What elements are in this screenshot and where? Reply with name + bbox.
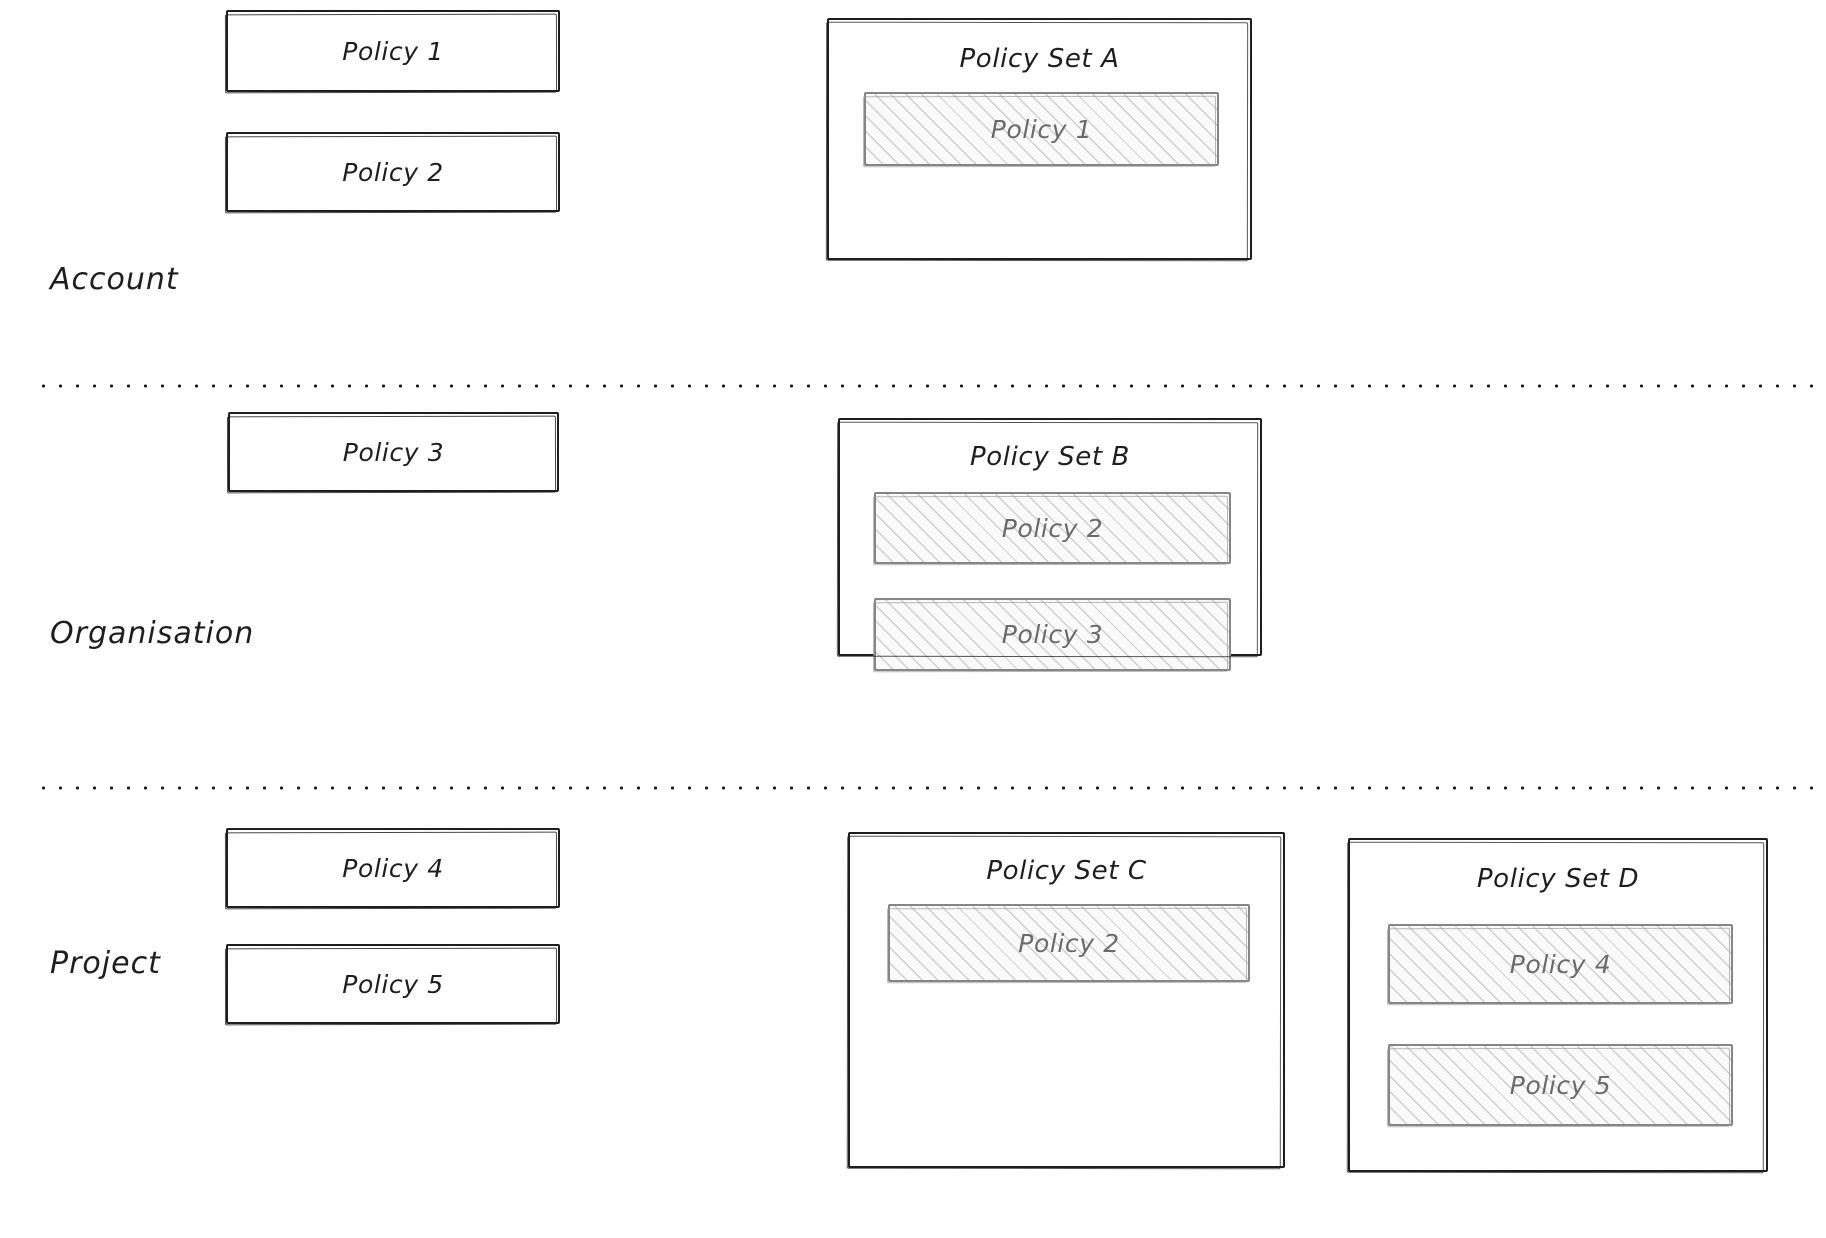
tier-divider-account-organisation [35,384,1826,388]
policy-set-title: Policy Set A [959,44,1120,74]
policy-chip-policy-2[interactable]: Policy 2 [888,904,1250,982]
policy-chip-label: Policy 5 [1509,1070,1612,1100]
tier-label-project: Project [50,946,161,981]
policy-chip-policy-2[interactable]: Policy 2 [874,492,1231,564]
policy-box-label: Policy 4 [342,853,444,883]
policy-box-label: Policy 2 [342,157,444,187]
policy-chip-policy-5[interactable]: Policy 5 [1388,1044,1733,1126]
policy-set-a[interactable]: Policy Set A Policy 1 [827,18,1252,260]
policy-set-title: Policy Set D [1476,864,1640,894]
policy-set-b[interactable]: Policy Set B Policy 2 Policy 3 [838,418,1262,671]
policy-box-policy-3[interactable]: Policy 3 [228,412,559,492]
policy-chip-label: Policy 4 [1509,949,1612,979]
policy-box-policy-1[interactable]: Policy 1 [226,10,560,92]
policy-chip-label: Policy 3 [1001,620,1104,649]
policy-chip-policy-1[interactable]: Policy 1 [864,92,1219,166]
policy-chip-label: Policy 2 [1018,928,1120,958]
policy-box-policy-2[interactable]: Policy 2 [226,132,560,212]
policy-box-policy-4[interactable]: Policy 4 [226,828,560,908]
tier-label-account: Account [50,262,179,297]
policy-box-label: Policy 5 [342,969,444,999]
policy-chip-label: Policy 2 [1001,513,1104,543]
tier-label-organisation: Organisation [50,616,255,651]
policy-set-title: Policy Set B [970,442,1130,472]
policy-chip-label: Policy 1 [990,114,1093,144]
policy-chip-policy-4[interactable]: Policy 4 [1388,924,1733,1004]
policy-set-c[interactable]: Policy Set C Policy 2 [848,832,1285,1168]
policy-box-policy-5[interactable]: Policy 5 [226,944,560,1024]
policy-chip-policy-3[interactable]: Policy 3 [874,598,1231,671]
policy-set-title: Policy Set C [986,856,1147,886]
policy-box-label: Policy 3 [342,437,445,467]
policy-set-d[interactable]: Policy Set D Policy 4 Policy 5 [1348,838,1768,1172]
policy-box-label: Policy 1 [342,36,444,66]
tier-divider-organisation-project [35,786,1826,790]
